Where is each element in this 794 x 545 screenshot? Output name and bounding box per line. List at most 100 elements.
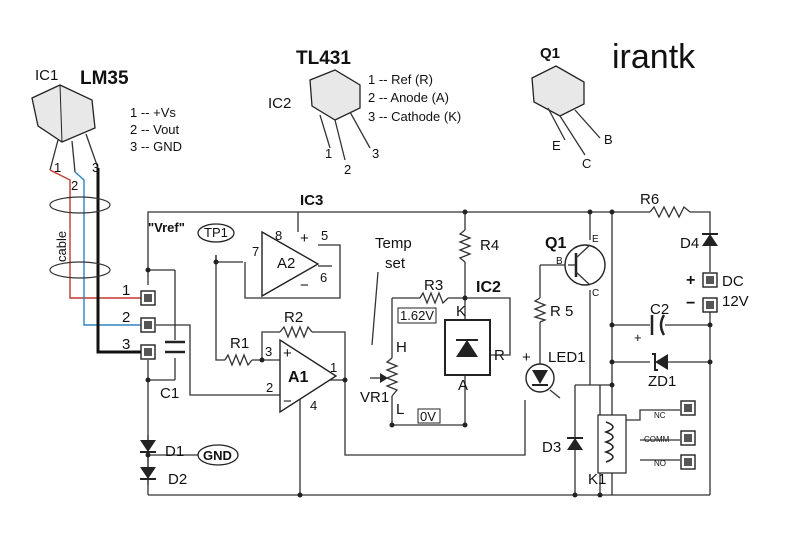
c2-plus: + [634,330,642,345]
r1-label: R1 [230,335,249,352]
opamp-a2 [261,230,320,298]
connector-pin-2 [140,317,156,333]
a1-plus: + [283,345,292,362]
q1-pin-b: B [604,132,613,147]
relay-comm-terminal [680,430,696,446]
r4-label: R4 [480,237,499,254]
vr1-label: VR1 [360,389,389,406]
c2-label: C2 [650,301,669,318]
temp-label: Temp [375,235,412,252]
q1-label: Q1 [545,235,566,252]
pin-4: 4 [310,398,317,413]
v0-box [417,408,441,424]
lm35-name: LM35 [80,68,129,89]
tl431-package [309,69,371,161]
connector-pin-1 [140,290,156,306]
relay-nc-terminal [680,400,696,416]
c1-label: C1 [160,385,179,402]
resistor-r5 [533,297,547,323]
ic3-label: IC3 [300,192,323,209]
relay-k1 [597,414,627,474]
opamp-a1 [279,338,338,414]
tl431-pin2: 2 -- Anode (A) [368,90,449,105]
resistor-r3 [419,291,449,305]
vref-label: "Vref" [148,220,185,235]
v162-label: 1.62V [400,308,434,323]
relay-comm-label: COMM [644,435,670,444]
tl431-pin3: 3 -- Cathode (K) [368,109,461,124]
dc-plus-terminal [702,272,718,288]
led1-plus: + [522,349,531,366]
tl431-pin-num-1: 1 [325,146,332,161]
ic2-tl431-symbol [444,319,491,376]
diode-d2 [140,467,156,480]
q1-b: B [556,256,563,267]
ic2-k: K [456,303,466,320]
r3-label: R3 [424,277,443,294]
relay-no-label: NO [654,459,666,468]
vr1-low: L [396,401,404,418]
dc-label: DC [722,273,744,290]
tl431-pin-num-2: 2 [344,162,351,177]
pin-5: 5 [321,228,328,243]
v162-box [397,307,437,324]
d4-label: D4 [680,235,699,252]
lm35-pin3: 3 -- GND [130,139,182,154]
dc-minus-terminal [702,297,718,313]
ic2-r: R [494,347,505,364]
pin-2: 2 [266,380,273,395]
pin-6: 6 [320,270,327,285]
vr1-high: H [396,339,407,356]
lm35-ref: IC1 [35,67,58,84]
sensor-cable [49,168,148,354]
q1-c: C [592,288,599,299]
tp1-label: TP1 [204,225,228,240]
q1-package [531,65,601,156]
v0-label: 0V [420,409,436,424]
diode-d4 [702,233,718,246]
a2-label: A2 [277,255,295,272]
set-label: set [385,255,406,272]
q1-pin-e: E [552,138,561,153]
transistor-q1 [564,244,606,286]
pin-7: 7 [252,244,259,259]
tl431-name: TL431 [296,48,351,69]
pin-3: 3 [265,344,272,359]
tl431-ref: IC2 [268,95,291,112]
capacitor-c1 [165,340,185,354]
led1-label: LED1 [548,349,586,366]
r6-label: R6 [640,191,659,208]
lm35-pin-num-2: 2 [71,178,78,193]
lm35-package [31,84,99,173]
r5-label: R 5 [550,303,573,320]
led1 [525,355,561,399]
resistor-r6 [649,205,691,219]
junction-dots [145,209,713,498]
connector-num-3: 3 [122,336,130,353]
dc-plus: + [686,272,695,289]
ic2-a: A [458,377,468,394]
cable-label: cable [54,231,69,262]
potentiometer-vr1 [380,357,399,397]
lm35-pin-num-3: 3 [92,160,99,175]
k1-label: K1 [588,471,606,488]
connector-pin-3 [140,344,156,360]
d1-label: D1 [165,443,184,460]
resistor-r2 [279,325,313,339]
gnd-label: GND [203,448,232,463]
ic2-label: IC2 [476,279,501,296]
q1-package-ref: Q1 [540,45,560,62]
pin-8: 8 [275,228,282,243]
lm35-pin2: 2 -- Vout [130,122,180,137]
a1-label: A1 [288,369,309,386]
dc-minus: − [686,295,695,312]
diode-d1 [140,440,156,453]
d3-label: D3 [542,439,561,456]
relay-no-terminal [680,454,696,470]
lm35-pin1: 1 -- +Vs [130,105,176,120]
resistor-r4 [458,229,472,263]
tl431-pin-num-3: 3 [372,146,379,161]
zd1-label: ZD1 [648,373,676,390]
brand-logo: irantk [612,38,696,76]
